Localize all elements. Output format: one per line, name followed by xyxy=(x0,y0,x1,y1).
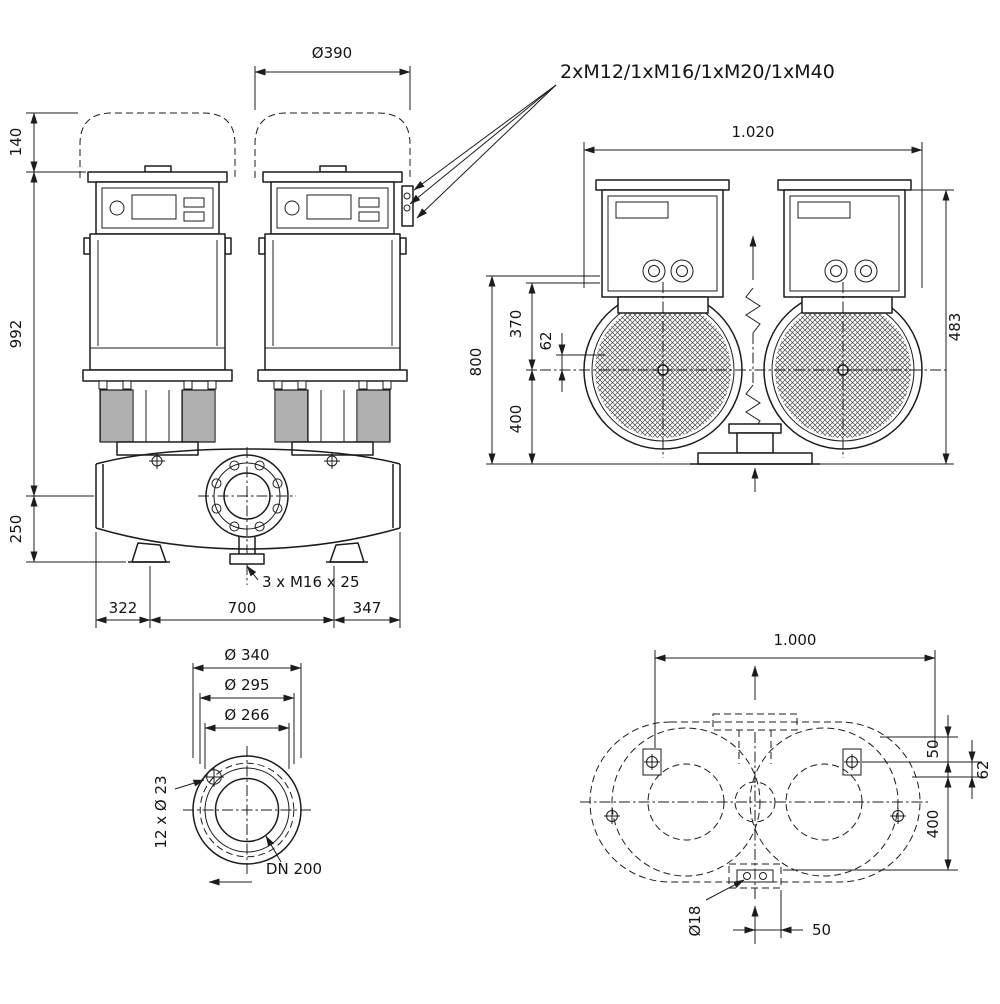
side-center-symbols xyxy=(745,235,761,431)
note-bolts-m16: 3 x M16 x 25 xyxy=(262,573,360,591)
front-pump-casing xyxy=(95,447,401,585)
dim-span-347: 347 xyxy=(353,599,382,617)
cable-gland-box xyxy=(401,185,414,227)
side-view: 1.020 483 800 370 62 400 xyxy=(467,123,964,492)
dim-height-992: 992 xyxy=(7,320,25,349)
plan-dimensions: 1.000 50 62 400 Ø18 50 xyxy=(654,631,992,939)
front-motor-left xyxy=(82,165,233,469)
callout-cable-glands: 2xM12/1xM16/1xM20/1xM40 xyxy=(560,61,835,83)
side-base xyxy=(690,423,820,492)
side-dimensions: 1.020 483 800 370 62 400 xyxy=(467,123,964,465)
dim-62-side: 62 xyxy=(537,331,555,350)
side-terminal-boxes xyxy=(595,179,912,314)
gland-callout: 2xM12/1xM16/1xM20/1xM40 xyxy=(409,61,835,219)
dim-clearance-140: 140 xyxy=(7,128,25,157)
dim-483: 483 xyxy=(946,313,964,342)
note-bolt-holes: 12 x Ø 23 xyxy=(152,775,170,848)
dim-dia-295: Ø 295 xyxy=(224,676,269,694)
dim-62-plan: 62 xyxy=(974,760,992,779)
front-dimensions: Ø390 140 992 250 322 700 347 3 x xyxy=(7,44,411,628)
front-view: Ø390 140 992 250 322 700 347 3 x xyxy=(7,44,835,628)
dim-span-322: 322 xyxy=(109,599,138,617)
dim-50-top: 50 xyxy=(924,739,942,758)
dim-motor-diameter: Ø390 xyxy=(312,44,352,62)
front-motor-right xyxy=(257,165,414,469)
dim-800: 800 xyxy=(467,348,485,377)
plan-view: 1.000 50 62 400 Ø18 50 xyxy=(580,631,992,944)
dim-width-1000: 1.000 xyxy=(774,631,817,649)
front-clearance-domes xyxy=(79,112,411,178)
dim-50-bottom: 50 xyxy=(812,921,831,939)
label-dn200: DN 200 xyxy=(266,860,322,878)
dim-370: 370 xyxy=(507,310,525,339)
dim-span-700: 700 xyxy=(228,599,257,617)
dim-dia-266: Ø 266 xyxy=(224,706,269,724)
plan-anchor-pads xyxy=(604,748,906,824)
flange-detail-view: Ø 340 Ø 295 Ø 266 12 x Ø 23 DN 200 xyxy=(152,646,322,886)
dim-dia-18: Ø18 xyxy=(686,906,704,937)
dim-400-side: 400 xyxy=(507,405,525,434)
flange-dimensions: Ø 340 Ø 295 Ø 266 12 x Ø 23 DN 200 xyxy=(152,646,322,886)
dim-400-plan: 400 xyxy=(924,810,942,839)
dim-base-250: 250 xyxy=(7,515,25,544)
dim-width-1020: 1.020 xyxy=(732,123,775,141)
dim-dia-340: Ø 340 xyxy=(224,646,269,664)
